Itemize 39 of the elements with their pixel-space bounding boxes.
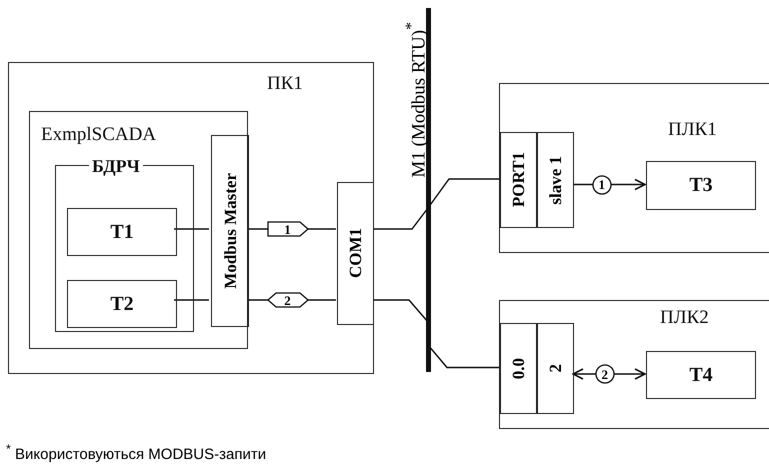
process-box (67, 280, 177, 328)
box-label: COM1 (347, 228, 364, 279)
box-label: slave 1 (547, 156, 564, 204)
process-box (67, 208, 177, 256)
group-title: БДРЧ (89, 157, 143, 175)
process-box (646, 351, 756, 399)
box-label: Modbus Master (222, 173, 238, 289)
connector-line (573, 178, 646, 190)
connector-line (373, 299, 429, 322)
port-box (537, 323, 574, 414)
box-label: 0.0 (510, 358, 527, 380)
box-label: 2 (547, 364, 564, 373)
process-box (646, 161, 756, 210)
port-box (537, 132, 574, 228)
footnote: $^{*}$ Використовуються MODBUS-запити (6, 442, 266, 463)
group-title: ExmplSCADA (41, 125, 156, 144)
box-label: T2 (110, 292, 134, 316)
box-label: T1 (110, 220, 134, 244)
edge-label-circle: 1 (592, 174, 612, 194)
connector-line (572, 368, 646, 380)
box-label: PORT1 (510, 152, 527, 208)
box-label: T3 (689, 174, 713, 197)
port-box (211, 135, 249, 327)
box-label: T4 (689, 364, 713, 386)
group-title: ПК1 (267, 74, 303, 93)
connector-line (174, 299, 209, 301)
port-box (500, 132, 537, 228)
group-box (499, 300, 769, 429)
group-title: ПЛК1 (668, 120, 717, 139)
group-box (8, 62, 374, 374)
connector-line (174, 228, 209, 230)
group-title: ПЛК2 (660, 308, 709, 327)
group-box (29, 111, 248, 349)
port-box (500, 323, 537, 414)
edge-label-tag: 1 (268, 222, 308, 236)
connector-line (373, 208, 429, 230)
port-box (337, 182, 374, 325)
edge-label-circle: 2 (594, 364, 615, 384)
edge-label-tag: 2 (268, 293, 308, 307)
